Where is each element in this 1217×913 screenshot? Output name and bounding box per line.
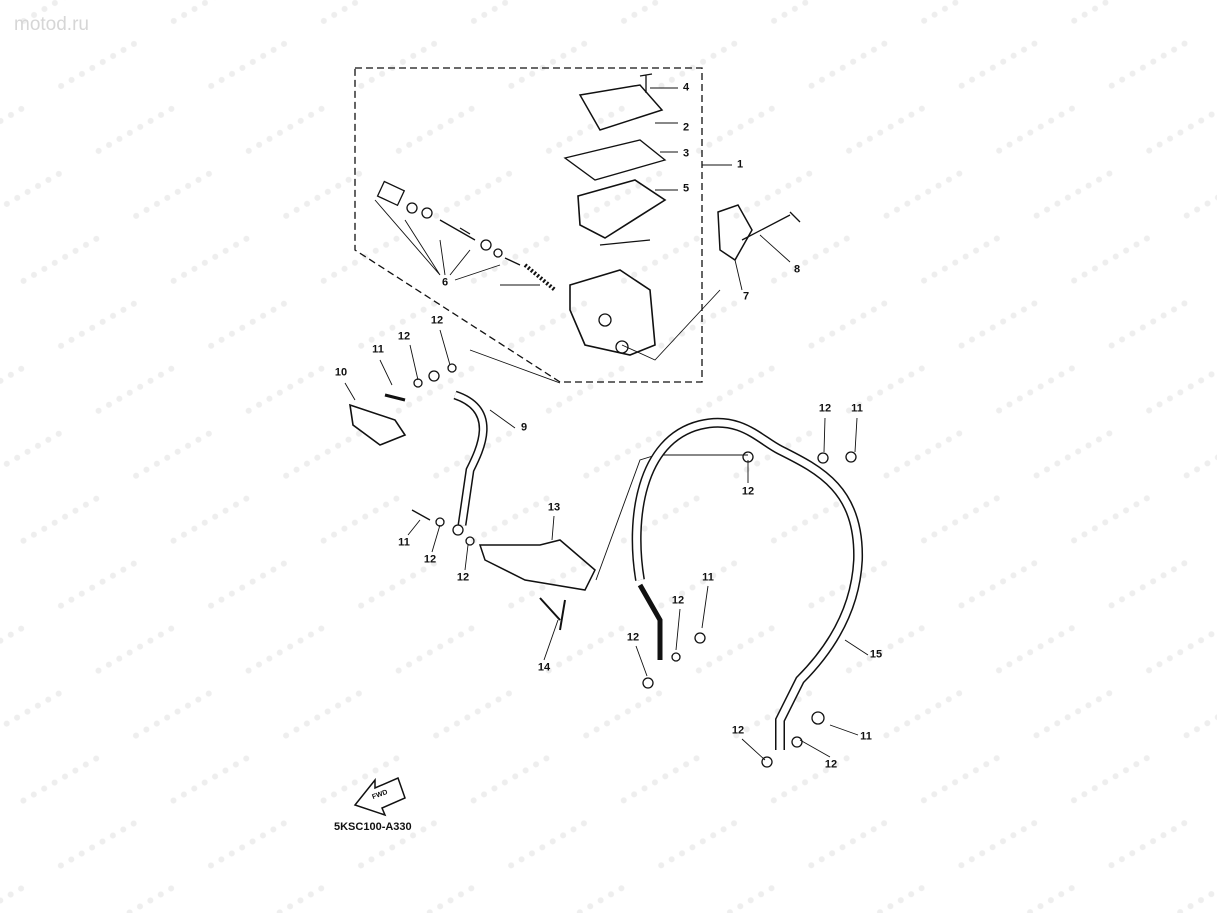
part-callout: 14 (537, 661, 551, 674)
leader-lines (344, 87, 869, 761)
diagram-code: 5KSC100-A330 (334, 821, 412, 833)
part-callout: 2 (682, 121, 690, 134)
part-callout: 12 (741, 485, 755, 498)
piston-kit (376, 180, 557, 292)
plate (599, 239, 651, 246)
part-callout: 11 (372, 343, 384, 356)
part-callout: 10 (334, 366, 348, 379)
part-callout: 13 (547, 501, 561, 514)
watermark-text: motod.ru (14, 14, 89, 35)
part-callout: 11 (702, 571, 714, 584)
part-callout: 6 (441, 276, 449, 289)
master-cylinder-body (569, 269, 656, 356)
part-callout: 12 (430, 314, 444, 327)
part-callout: 8 (793, 263, 801, 276)
reservoir-cap (578, 84, 664, 131)
gasket (563, 139, 667, 181)
joint (478, 539, 596, 591)
part-callout: 12 (423, 553, 437, 566)
part-callout: 4 (682, 81, 690, 94)
part-callout: 5 (682, 182, 690, 195)
part-callout: 1 (736, 158, 744, 171)
part-callout: 15 (869, 648, 883, 661)
part-callout: 12 (671, 594, 685, 607)
holder-bolt (741, 211, 801, 241)
part-callout: 12 (456, 571, 470, 584)
banjo-cover (349, 403, 407, 446)
part-callout: 12 (731, 724, 745, 737)
diaphragm (577, 179, 667, 239)
part-callout: 7 (742, 290, 750, 303)
holder-clamp (717, 204, 753, 262)
part-callout: 12 (397, 330, 411, 343)
part-callout: 3 (682, 147, 690, 160)
part-callout: 11 (860, 730, 872, 743)
part-callout: 12 (626, 631, 640, 644)
assembly-boundary (354, 67, 703, 383)
part-callout: 9 (520, 421, 528, 434)
part-callout: 12 (818, 402, 832, 415)
part-callout: 11 (398, 536, 410, 549)
part-callout: 11 (851, 402, 863, 415)
part-callout: 12 (824, 758, 838, 771)
screw (639, 73, 653, 93)
fwd-arrow (353, 776, 406, 817)
